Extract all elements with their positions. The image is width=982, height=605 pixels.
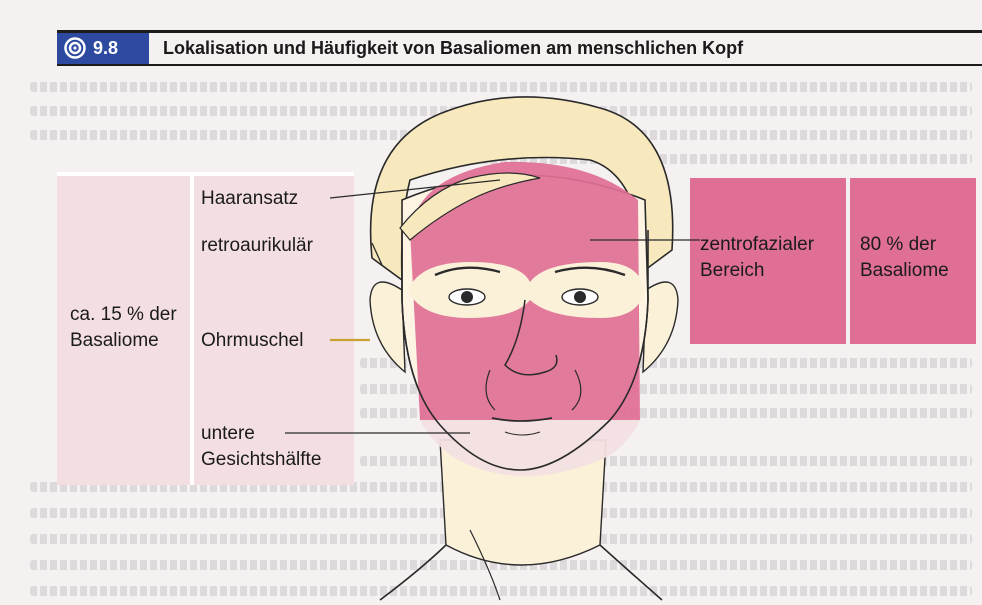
label-lower-face: untere Gesichtshälfte xyxy=(201,421,321,473)
label-retroauricular: retroaurikulär xyxy=(201,233,313,259)
label-auricle: Ohrmuschel xyxy=(201,328,303,354)
label-hairline: Haaransatz xyxy=(201,186,298,212)
